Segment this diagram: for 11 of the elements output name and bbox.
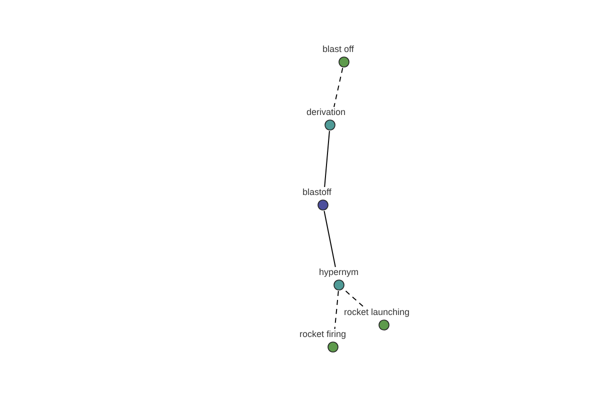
node-label: rocket firing: [300, 329, 346, 340]
node-label: derivation: [306, 107, 346, 118]
node-label: hypernym: [319, 267, 359, 278]
node-label: blast off: [322, 44, 354, 55]
node-label: blastoff: [302, 187, 332, 198]
line: [324, 210, 336, 268]
node-label: rocket launching: [344, 307, 410, 318]
dashed-line: [334, 68, 344, 108]
line: [324, 130, 330, 188]
dashed-line: [334, 290, 339, 330]
dashed-line: [345, 290, 364, 308]
